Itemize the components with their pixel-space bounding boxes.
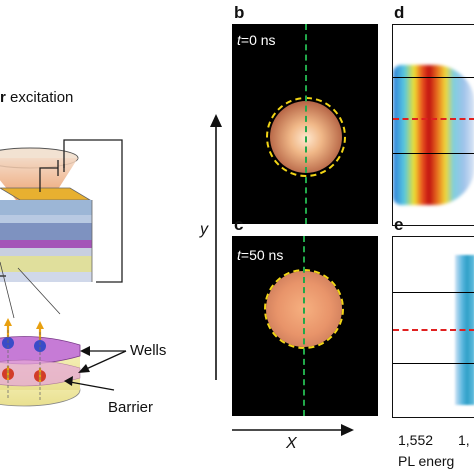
dark-line-bottom-e: [393, 363, 474, 364]
well-zoom: [0, 318, 81, 407]
pl-energy-label: PL energ: [398, 453, 455, 469]
tick-label-partial: 1,: [458, 432, 470, 448]
time-label-c: t=50 ns: [237, 247, 284, 263]
dark-line-top-e: [393, 292, 474, 293]
label-arrows: [64, 346, 127, 391]
tick-label-1552: 1,552: [398, 432, 434, 448]
panel-letter-d: d: [394, 3, 405, 22]
circuit-wires: [0, 139, 123, 283]
red-dashed-d: [393, 118, 474, 120]
barrier-label: Barrier: [108, 399, 154, 416]
spectrum-band-d: [393, 65, 474, 205]
dark-line-top-d: [393, 77, 474, 78]
zoom-lines: [0, 261, 61, 319]
x-axis-label: X: [286, 435, 297, 452]
red-dashed-e: [393, 329, 474, 331]
x-axis-arrow: [232, 424, 354, 436]
y-axis-arrow: [210, 114, 222, 380]
spectrum-panel-d: [392, 24, 474, 226]
green-guide-b: [305, 24, 307, 224]
y-axis-label: y: [200, 221, 208, 238]
time-label-b: t=0 ns: [237, 32, 276, 48]
layer-stack: [0, 187, 93, 282]
panel-letter-c: c: [234, 215, 244, 234]
spectrum-panel-e: [392, 236, 474, 418]
image-panel-c: t=50 ns: [232, 236, 378, 416]
green-guide-c: [303, 236, 305, 416]
panel-letter-e: e: [394, 215, 404, 234]
panel-letter-b: b: [234, 3, 245, 22]
excitation-label: r excitation: [0, 89, 74, 106]
wells-label: Wells: [130, 342, 167, 359]
dark-line-bottom-d: [393, 153, 474, 154]
image-panel-b: t=0 ns: [232, 24, 378, 224]
